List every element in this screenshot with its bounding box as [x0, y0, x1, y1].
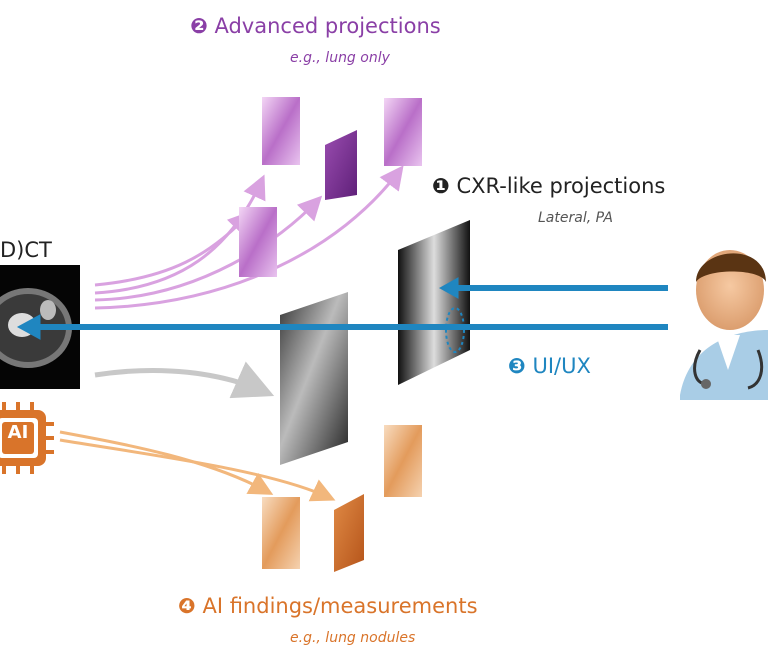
ct-label: D)CT: [0, 238, 52, 262]
orange-findings-arrows: [59, 430, 336, 502]
ai-chip-icon: [0, 402, 54, 474]
pa-xray-image: [398, 220, 470, 385]
advanced-projections-label: Advanced projections: [214, 14, 441, 38]
gray-arrow: [94, 361, 275, 399]
ai-findings-label: AI findings/measurements: [202, 594, 478, 618]
advanced-projection-image-1: [262, 97, 300, 165]
ai-findings-subtitle: e.g., lung nodules: [290, 630, 416, 646]
cxr-projections-subtitle: Lateral, PA: [538, 210, 613, 226]
advanced-projections-title: ❷ Advanced projections: [190, 14, 441, 38]
ui-ux-label: UI/UX: [532, 354, 591, 378]
advanced-projection-image-4: [239, 207, 277, 277]
ai-chip-label: AI: [7, 422, 29, 443]
lateral-xray-image: [280, 292, 348, 465]
cxr-projections-title: ❶ CXR-like projections: [432, 174, 665, 198]
ui-ux-title: ❸ UI/UX: [508, 354, 591, 378]
advanced-projection-images: [239, 97, 422, 277]
ai-finding-image-1: [384, 425, 422, 497]
step-2-number: ❷: [190, 14, 208, 38]
blue-ui-arrows: [16, 277, 668, 340]
cxr-projections-label: CXR-like projections: [456, 174, 666, 198]
step-4-number: ❹: [178, 594, 196, 618]
ai-finding-image-2: [262, 497, 300, 569]
advanced-projection-image-3: [325, 130, 357, 200]
ai-finding-image-3: [334, 494, 364, 572]
advanced-projection-image-2: [384, 98, 422, 166]
doctor-avatar-icon: [680, 250, 768, 400]
step-3-number: ❸: [508, 354, 526, 378]
ai-findings-title: ❹ AI findings/measurements: [178, 594, 478, 618]
advanced-projections-subtitle: e.g., lung only: [290, 50, 390, 66]
step-1-number: ❶: [432, 174, 450, 198]
ai-finding-images: [262, 425, 422, 572]
